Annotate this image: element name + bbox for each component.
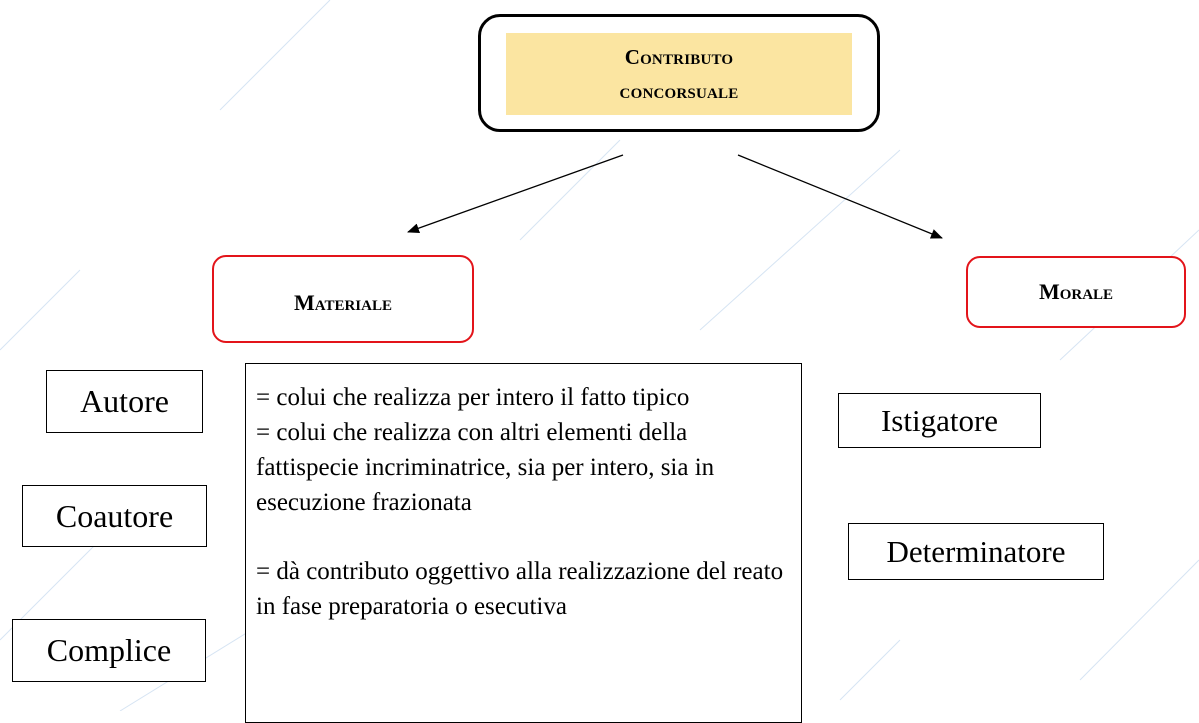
title-highlight: [506, 33, 852, 115]
title-line-2: concorsuale: [619, 79, 739, 103]
category-morale: Morale: [966, 256, 1186, 328]
category-materiale: Materiale: [212, 255, 474, 343]
arrow-to-morale: [737, 154, 943, 239]
role-complice: Complice: [12, 619, 206, 682]
role-determinatore: Determinatore: [848, 523, 1104, 580]
role-autore-label: Autore: [80, 383, 169, 419]
title-node: Contributo concorsuale: [506, 33, 852, 115]
category-morale-label: Morale: [1038, 279, 1114, 304]
role-complice-label: Complice: [46, 632, 172, 668]
definition-autore: = colui che realizza per intero il fatto…: [256, 384, 690, 411]
definition-complice: = dà contributo oggettivo alla realizzaz…: [256, 558, 784, 620]
arrow-to-materiale: [407, 154, 624, 233]
category-materiale-label: Materiale: [293, 290, 392, 315]
role-coautore: Coautore: [22, 485, 207, 547]
definition-coautore: = colui che realizza con altri elementi …: [256, 419, 715, 516]
role-determinatore-label: Determinatore: [886, 533, 1066, 569]
title-line-1: Contributo: [624, 45, 734, 69]
role-coautore-label: Coautore: [55, 497, 174, 534]
role-istigatore-label: Istigatore: [880, 402, 999, 438]
role-autore: Autore: [46, 370, 203, 433]
role-istigatore: Istigatore: [838, 393, 1041, 448]
definition-spacer: [256, 520, 791, 554]
definitions-box: = colui che realizza per intero il fatto…: [245, 363, 802, 723]
